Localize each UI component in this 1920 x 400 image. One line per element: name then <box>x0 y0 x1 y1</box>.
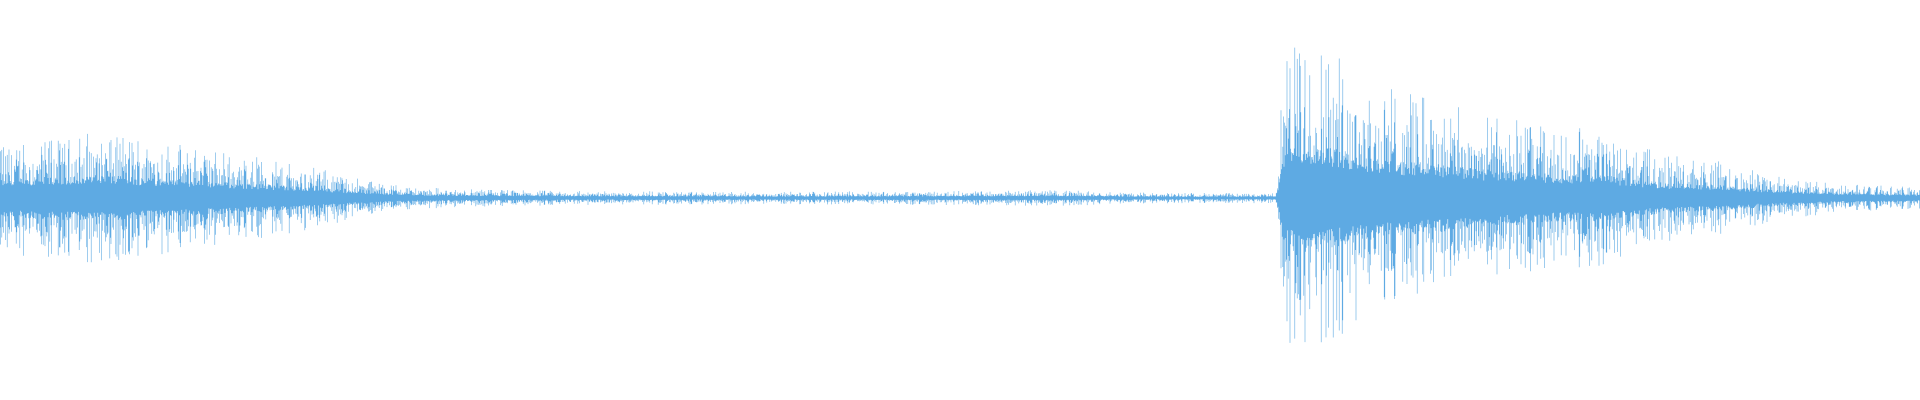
waveform-trace <box>0 47 1920 343</box>
waveform-samples <box>0 47 1920 343</box>
